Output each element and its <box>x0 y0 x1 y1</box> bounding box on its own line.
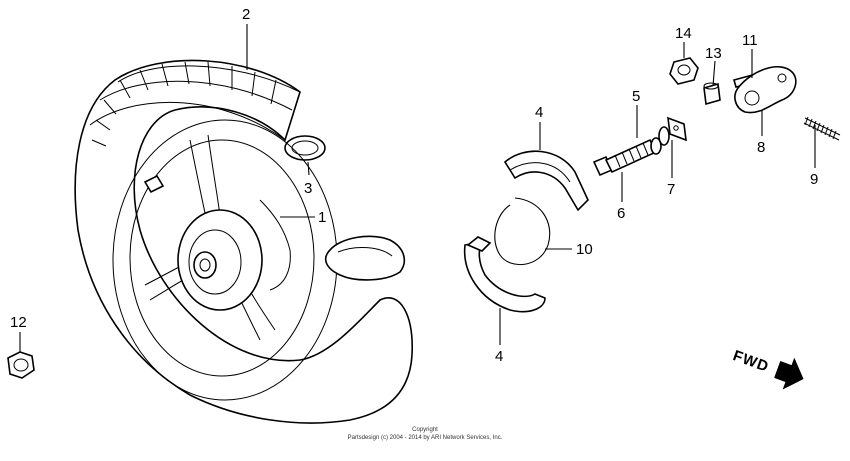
brake-shoe-lower <box>463 240 546 313</box>
tube-end <box>284 135 326 161</box>
return-spring <box>803 116 841 141</box>
callout-10: 10 <box>576 241 593 258</box>
tire-cutaway <box>324 235 406 281</box>
brake-camshaft <box>592 137 662 177</box>
callout-8: 8 <box>757 139 765 156</box>
fwd-label: FWD <box>731 347 772 376</box>
brake-shoe-upper <box>503 150 589 212</box>
wear-indicator-plate <box>667 116 687 142</box>
callout-9: 9 <box>810 171 818 188</box>
callout-6: 6 <box>617 205 625 222</box>
valve-stem <box>143 174 165 194</box>
rim-inner <box>129 139 315 377</box>
brake-spring <box>494 197 551 266</box>
copyright-line-1: Copyright <box>412 427 438 433</box>
callout-11: 11 <box>742 32 758 49</box>
brake-parts <box>7 57 841 379</box>
callout-numbers: 1 2 3 4 4 5 6 7 8 9 10 11 12 13 14 <box>10 6 818 365</box>
callout-7: 7 <box>667 181 675 198</box>
callout-5: 5 <box>632 88 640 105</box>
hub-bore <box>193 251 217 279</box>
callout-13: 13 <box>705 45 722 62</box>
cam-seal <box>658 126 670 146</box>
forward-direction-indicator: FWD <box>731 347 804 390</box>
callout-2: 2 <box>242 6 250 23</box>
callout-14: 14 <box>675 25 692 42</box>
callout-1: 1 <box>318 209 326 226</box>
tread-pattern <box>91 61 277 147</box>
tire <box>74 59 413 424</box>
forward-arrow-icon <box>774 357 804 390</box>
wheel-hub <box>177 209 263 311</box>
callout-12: 12 <box>10 314 27 331</box>
copyright-notice: Copyright Partsdesign (c) 2004 - 2014 by… <box>348 427 503 441</box>
flange-nut <box>7 351 35 379</box>
callout-4-lower: 4 <box>495 348 503 365</box>
leader-lines <box>19 24 816 352</box>
callout-4-upper: 4 <box>535 104 543 121</box>
callout-3: 3 <box>304 180 312 197</box>
nut <box>669 57 699 85</box>
brake-arm <box>734 66 797 114</box>
copyright-line-2: Partsdesign (c) 2004 - 2014 by ARI Netwo… <box>348 435 503 441</box>
wheel-assembly <box>74 59 413 424</box>
tire-tread <box>89 65 301 141</box>
collar <box>703 82 721 106</box>
